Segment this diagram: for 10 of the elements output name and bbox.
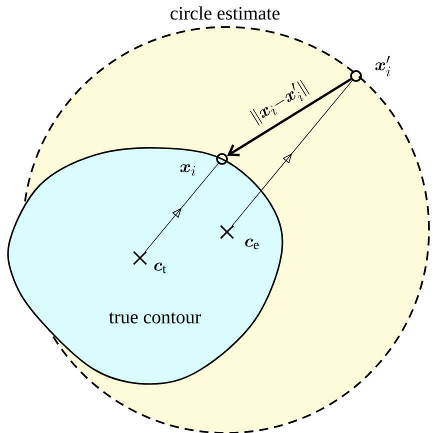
arrow	[227, 78, 352, 156]
point-label: $\boldsymbol{x}_i$	[180, 164, 196, 176]
circle-label: circle estimate	[170, 6, 280, 20]
contour-label: true contour	[109, 312, 202, 324]
edge-label: $\|\boldsymbol{x}_i{-}\boldsymbol{x}'_i\|$	[246, 76, 314, 130]
point-label: $\boldsymbol{x}'_i$	[375, 56, 390, 76]
arrow	[144, 163, 219, 252]
point-label: $\boldsymbol{c}_{\mathrm{t}}$	[154, 262, 166, 274]
arrow	[232, 80, 353, 226]
point-label: $\boldsymbol{c}_{\mathrm{e}}$	[245, 238, 259, 250]
